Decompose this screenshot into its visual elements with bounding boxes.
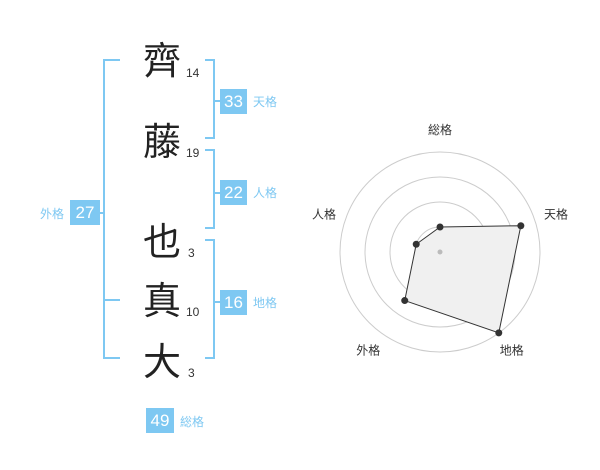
gaikaku-bracket [103,59,120,359]
chikaku-label: 地格 [253,296,278,310]
chikaku-value: 16 [220,290,247,315]
radar-axis-label: 外格 [356,343,380,358]
jinkaku-label: 人格 [253,186,278,200]
stroke-count-5: 3 [188,366,195,380]
chikaku-bracket [205,239,215,359]
name-char-3: 也 [143,220,182,264]
tenkaku-value: 33 [220,89,247,114]
radar-axis-label: 地格 [500,343,524,358]
radar-point-1 [517,222,525,230]
radar-polygon [404,225,522,334]
soukaku-value: 49 [146,408,174,433]
tenkaku-bracket [205,59,215,139]
radar-axis-label: 人格 [312,206,336,221]
stroke-count-3: 3 [188,246,195,260]
soukaku-label: 総格 [180,415,205,429]
radar-points [401,222,525,337]
name-char-1: 齊 [143,39,182,83]
radar-point-2 [495,329,503,337]
radar-point-3 [401,297,409,305]
jinkaku-value: 22 [220,180,247,205]
radar-center-dot [437,249,443,255]
stroke-count-1: 14 [186,66,200,80]
stroke-count-4: 10 [186,305,200,319]
gaikaku-value: 27 [70,200,100,225]
radar-axis-label: 天格 [544,206,568,221]
radar-axis-label: 総格 [428,122,452,137]
radar-point-0 [436,223,444,231]
name-char-4: 真 [143,279,182,323]
gaikaku-label: 外格 [40,207,65,221]
jinkaku-bracket [205,149,215,229]
radar-ring-4 [339,151,541,353]
name-char-2: 藤 [143,120,182,164]
tenkaku-label: 天格 [253,95,278,109]
stroke-count-2: 19 [186,146,200,160]
name-char-5: 大 [143,340,182,384]
radar-point-4 [412,240,420,248]
